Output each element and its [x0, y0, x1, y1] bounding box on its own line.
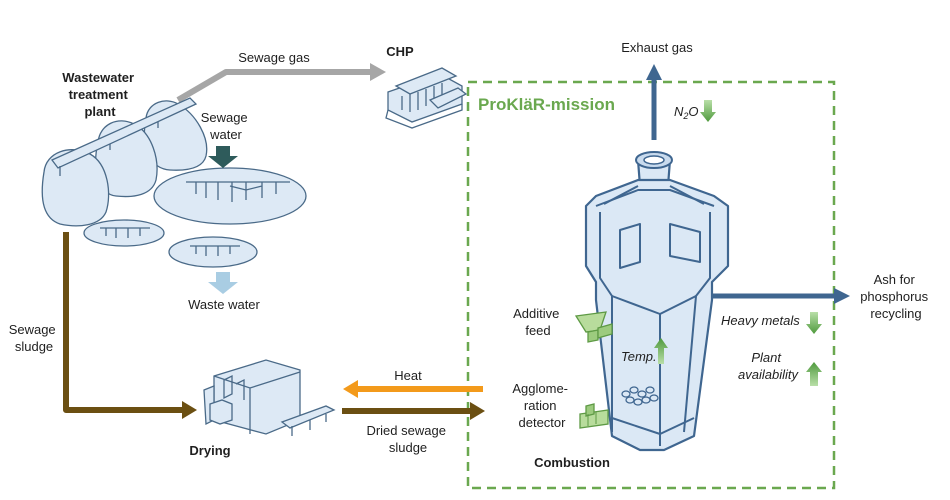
additive-feed-hopper [574, 311, 613, 343]
n2o-down-arrow-icon [700, 100, 716, 122]
sewage-sludge-arrow [63, 232, 197, 419]
wwtp-label: Wastewater treatment plant [62, 70, 137, 119]
n2o-label: N2O [674, 104, 699, 121]
waste-water-label: Waste water [188, 297, 260, 312]
plant-availability-label: Plant availability [738, 350, 799, 382]
mission-title: ProKläR-mission [478, 95, 615, 114]
ash-label: Ash for phosphorus recycling [860, 272, 932, 321]
sewage-water-arrow [208, 146, 238, 168]
temp-label: Temp. [621, 349, 657, 364]
agglomeration-detector [579, 403, 609, 429]
dried-sludge-arrow [342, 402, 485, 420]
dryer-unit [203, 359, 336, 436]
ash-arrow [712, 288, 850, 304]
additive-feed-label: Additive feed [513, 306, 563, 338]
exhaust-gas-arrow [646, 64, 662, 140]
heavy-metals-label: Heavy metals [721, 313, 800, 328]
chp-label: CHP [386, 44, 414, 59]
mission-boundary [466, 80, 836, 490]
dried-sludge-label: Dried sewage sludge [366, 423, 449, 455]
sewage-sludge-label: Sewage sludge [9, 322, 60, 354]
chp-engine [385, 67, 468, 129]
exhaust-gas-label: Exhaust gas [621, 40, 693, 55]
drying-label: Drying [189, 443, 230, 458]
combustion-label: Combustion [534, 455, 610, 470]
agglomeration-label: Agglome- ration detector [512, 381, 571, 430]
plant-availability-up-arrow-icon [806, 362, 822, 386]
sewage-water-label: Sewage water [201, 110, 252, 142]
digester-tanks [41, 97, 208, 227]
temp-up-arrow-icon [654, 338, 668, 364]
heavy-metals-down-arrow-icon [806, 312, 822, 334]
waste-water-arrow [208, 272, 238, 294]
heat-arrow [343, 380, 483, 398]
furnace [584, 151, 730, 452]
sewage-gas-arrow [176, 63, 386, 103]
heat-label: Heat [394, 368, 422, 383]
clarifier-basins [83, 167, 307, 268]
sewage-gas-label: Sewage gas [238, 50, 310, 65]
bed-particles [621, 386, 659, 406]
